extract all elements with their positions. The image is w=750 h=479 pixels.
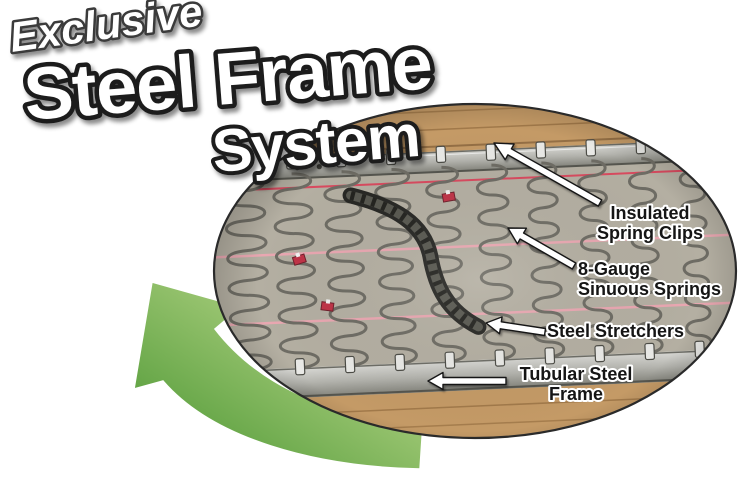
callout-arrows (427, 142, 603, 391)
spring-clip (685, 134, 697, 153)
photo-vignette (214, 104, 736, 438)
headline: Exclusive Steel Frame System (4, 0, 439, 189)
callout-label: Tubular Steel (520, 364, 633, 384)
callout-8-gauge-sinuous-springs: 8-Gauge Sinuous Springs (576, 257, 723, 301)
callout-label: Insulated (610, 203, 689, 223)
callout-insulated-spring-clips: Insulated Spring Clips (595, 201, 705, 245)
oval-border (212, 102, 738, 440)
callout-arrow-steel-stretchers (485, 316, 547, 337)
callout-label: 8-Gauge (578, 259, 650, 279)
callout-label: Steel Stretchers (547, 321, 684, 341)
callout-arrow-sinuous-springs (507, 227, 577, 270)
callout-arrow-tubular-frame (427, 371, 507, 391)
callout-label: Spring Clips (597, 223, 703, 243)
callout-label: Frame (549, 384, 603, 404)
callout-steel-stretchers: Steel Stretchers (545, 319, 686, 343)
callout-arrow-insulated-clips (493, 142, 603, 207)
callout-tubular-steel-frame: Tubular Steel Frame (518, 362, 635, 406)
callout-labels: Insulated Spring Clips 8-Gauge Sinuous S… (518, 201, 723, 406)
callout-label: Sinuous Springs (578, 279, 721, 299)
